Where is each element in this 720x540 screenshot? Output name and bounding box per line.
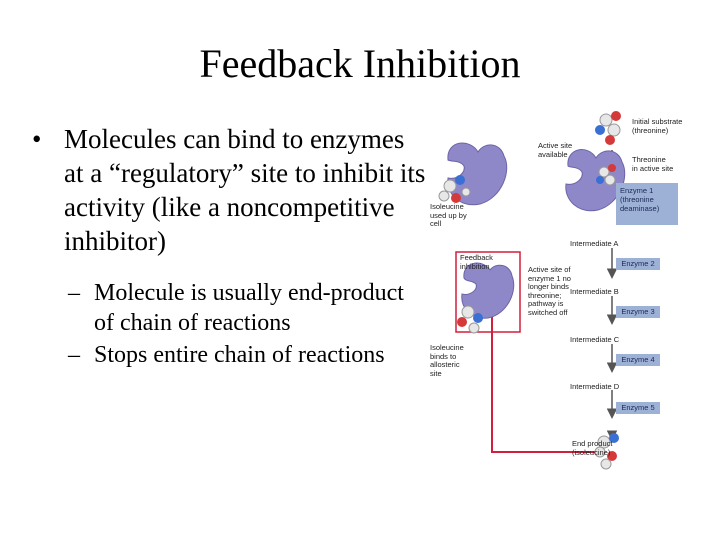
isoleucine-molecule <box>457 305 483 334</box>
bullet-marker: – <box>68 280 80 306</box>
inhibition-box <box>455 251 521 333</box>
enzyme-label: Enzyme 4 <box>616 354 660 366</box>
feedback-inhibition-diagram: Initial substrate (threonine) Active sit… <box>420 100 720 480</box>
isoleucine-molecule <box>438 175 471 203</box>
threonine-molecule <box>596 164 616 186</box>
bullet-item: • Molecules can bind to enzymes at a “re… <box>28 122 428 258</box>
enzyme-label: Enzyme 5 <box>616 402 660 414</box>
intermediate-label: Intermediate A <box>570 239 619 248</box>
enzyme-shape <box>461 262 515 319</box>
sub-bullet-item: – Stops entire chain of reactions <box>28 340 428 370</box>
label-initial-substrate: Initial substrate (threonine) <box>632 117 683 135</box>
slide-title: Feedback Inhibition <box>199 41 521 86</box>
label-active-site-available: Active site available <box>538 141 573 159</box>
pathway-illustration <box>438 111 626 470</box>
intermediate-label: Intermediate C <box>570 335 620 344</box>
label-end-product: End product (isoleucine) <box>572 439 613 457</box>
enzyme-1-label: Enzyme 1 (threonine deaminase) <box>616 183 678 225</box>
label-threonine-in-active-site: Threonine in active site <box>632 155 674 173</box>
bullet-text: Molecules can bind to enzymes at a “regu… <box>64 124 426 256</box>
bullet-text: Molecule is usually end-product of chain… <box>94 280 404 336</box>
label-isoleucine-used-up: Isoleucine used up by cell <box>430 202 467 228</box>
label-active-site-no-longer: Active site of enzyme 1 no longer binds … <box>528 265 571 317</box>
bullet-text: Stops entire chain of reactions <box>94 342 385 368</box>
bullet-marker: – <box>68 342 80 368</box>
label-isoleucine-binds: Isoleucine binds to allosteric site <box>430 343 464 378</box>
feedback-arrow <box>484 296 598 453</box>
bullet-list: • Molecules can bind to enzymes at a “re… <box>28 122 428 370</box>
bullet-marker: • <box>32 124 42 154</box>
intermediate-label: Intermediate B <box>570 287 619 296</box>
label-feedback-inhibition: Feedback inhibition <box>460 253 493 271</box>
enzyme-label: Enzyme 3 <box>616 306 660 318</box>
isoleucine-molecule <box>594 433 619 470</box>
sub-bullet-item: – Molecule is usually end-product of cha… <box>28 278 428 338</box>
intermediate-label: Intermediate D <box>570 382 620 391</box>
enzyme-label: Enzyme 2 <box>616 258 660 270</box>
threonine-molecule <box>595 111 621 145</box>
